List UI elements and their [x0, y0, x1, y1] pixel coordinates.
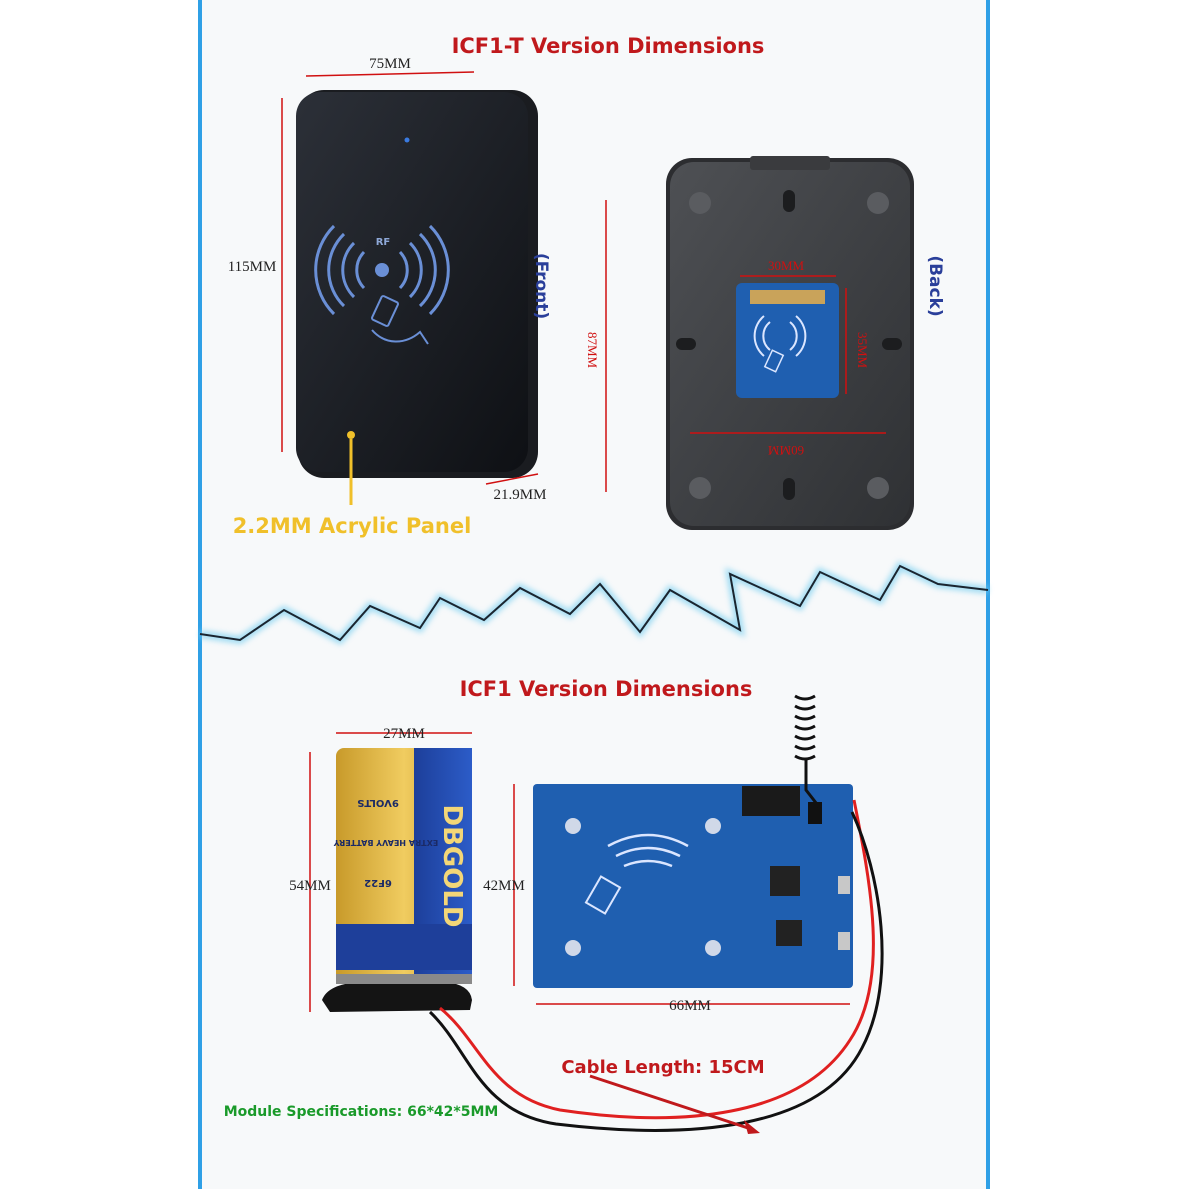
- front-device: RF: [296, 90, 538, 505]
- module-width-dimension: 66MM: [536, 998, 850, 1014]
- top-title: ICF1-T Version Dimensions: [452, 34, 765, 58]
- front-width-dimension: 75MM: [305, 56, 475, 77]
- addr-button: [838, 932, 850, 950]
- svg-text:115MM: 115MM: [228, 259, 277, 275]
- svg-text:60MM: 60MM: [768, 443, 805, 458]
- module-spec-label: Module Specifications: 66*42*5MM: [224, 1104, 499, 1120]
- zigzag-divider: [199, 560, 989, 646]
- chip: [770, 866, 800, 896]
- back-height-dimension: 87MM: [585, 200, 607, 492]
- led-indicator: [404, 137, 410, 143]
- chip: [776, 920, 802, 946]
- cable-length-arrow: [589, 1074, 760, 1134]
- cable-length-label: Cable Length: 15CM: [561, 1057, 764, 1078]
- back-module-height-dimension: 35MM: [845, 288, 870, 394]
- front-side-label: (Front): [531, 253, 551, 319]
- svg-text:42MM: 42MM: [483, 878, 525, 894]
- front-logo: RF: [376, 237, 391, 248]
- rf-waves-icon: [607, 833, 689, 868]
- hand-card-icon: [371, 295, 429, 345]
- svg-text:27MM: 27MM: [383, 726, 425, 742]
- card-icon: [584, 875, 622, 915]
- back-device: [666, 156, 914, 530]
- back-width-dimension: 60MM: [690, 432, 886, 458]
- back-side-label: (Back): [925, 255, 945, 316]
- battery-9v: DBGOLD 9VOLTS EXTRA HEAVY BATTERY 6F22: [322, 748, 472, 1012]
- svg-text:35MM: 35MM: [855, 332, 870, 369]
- svg-text:6F22: 6F22: [364, 877, 392, 888]
- screw-hole: [689, 477, 711, 499]
- svg-text:21.9MM: 21.9MM: [494, 487, 547, 503]
- front-height-dimension: 115MM: [228, 98, 283, 452]
- acrylic-marker: [347, 431, 355, 439]
- svg-text:30MM: 30MM: [768, 258, 805, 273]
- header-pins: [742, 786, 800, 816]
- rf-waves-icon: [314, 224, 450, 316]
- front-depth-dimension: 21.9MM: [485, 473, 547, 503]
- svg-text:54MM: 54MM: [289, 878, 331, 894]
- back-module-width-dimension: 30MM: [740, 258, 836, 277]
- svg-text:75MM: 75MM: [369, 56, 411, 72]
- screw-hole: [867, 192, 889, 214]
- set-button: [838, 876, 850, 894]
- screw-hole: [867, 477, 889, 499]
- battery-height-dimension: 54MM: [289, 752, 331, 1012]
- svg-text:87MM: 87MM: [585, 332, 600, 369]
- cable-wires: [428, 799, 884, 1132]
- back-rfid-module: [736, 283, 839, 398]
- svg-text:66MM: 66MM: [669, 998, 711, 1014]
- screw-hole: [689, 192, 711, 214]
- acrylic-panel-label: 2.2MM Acrylic Panel: [233, 514, 472, 538]
- svg-text:9VOLTS: 9VOLTS: [357, 797, 399, 808]
- svg-text:EXTRA HEAVY BATTERY: EXTRA HEAVY BATTERY: [334, 838, 439, 847]
- rfid-pcb-module: [533, 784, 853, 988]
- svg-text:DBGOLD: DBGOLD: [437, 805, 467, 928]
- battery-width-dimension: 27MM: [336, 726, 472, 742]
- bottom-title: ICF1 Version Dimensions: [460, 677, 753, 701]
- antenna-coil: [794, 694, 822, 809]
- module-height-dimension: 42MM: [483, 784, 525, 986]
